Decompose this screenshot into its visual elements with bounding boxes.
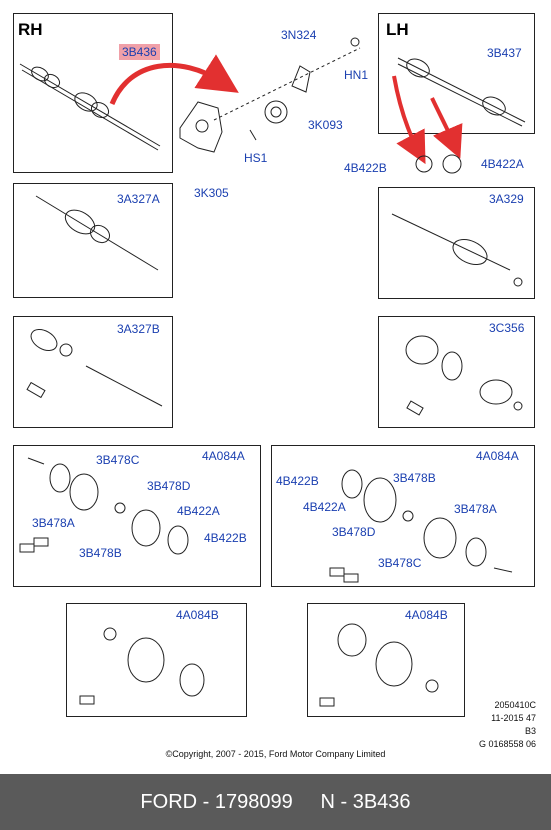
label-right-3b478a[interactable]: 3B478A	[454, 502, 497, 516]
footer-bar: FORD - 1798099 N - 3B436	[0, 774, 551, 830]
circlip-b	[415, 155, 433, 173]
meta-line-1: 2050410C	[494, 700, 536, 710]
label-right-3b478d[interactable]: 3B478D	[332, 525, 376, 539]
shaft-3a327a-drawing	[35, 195, 159, 271]
label-3b437[interactable]: 3B437	[487, 46, 522, 60]
label-left-3b478c[interactable]: 3B478C	[96, 453, 140, 467]
meta-line-2: 11-2015 47	[491, 713, 536, 723]
panel-3a327a	[13, 183, 173, 298]
center-bearing-bracket	[179, 37, 361, 153]
shaft-3a329-drawing	[391, 213, 523, 287]
panel-left-boot-kit	[13, 445, 261, 587]
label-4b422a-top[interactable]: 4B422A	[481, 157, 524, 171]
panel-4a084b-left	[66, 603, 247, 717]
label-hs1[interactable]: HS1	[244, 151, 268, 165]
label-3a327a[interactable]: 3A327A	[117, 192, 160, 206]
label-right-4b422b[interactable]: 4B422B	[276, 474, 319, 488]
label-4a084b-left[interactable]: 4A084B	[176, 608, 219, 622]
lh-driveshaft-drawing	[397, 57, 526, 127]
label-right-3b478b[interactable]: 3B478B	[393, 471, 436, 485]
label-4a084b-right[interactable]: 4A084B	[405, 608, 448, 622]
joint-3c356-drawing	[405, 335, 523, 416]
boot-kit-right-drawing	[329, 469, 513, 583]
panel-3a329	[378, 187, 535, 299]
boot-4a084b-left-drawing	[79, 627, 205, 705]
panel-3a327b	[13, 316, 173, 428]
panel-right-boot-kit	[271, 445, 535, 587]
red-arrow-lh-2	[430, 97, 463, 159]
red-arrow-lh-1	[392, 75, 426, 165]
meta-line-4: G 0168558 06	[478, 739, 536, 749]
label-left-4b422b[interactable]: 4B422B	[204, 531, 247, 545]
label-3k093[interactable]: 3K093	[308, 118, 343, 132]
label-right-4a084a[interactable]: 4A084A	[476, 449, 519, 463]
label-hn1[interactable]: HN1	[344, 68, 369, 82]
label-left-4a084a[interactable]: 4A084A	[202, 449, 245, 463]
panel-3c356	[378, 316, 535, 428]
rh-main-panel	[13, 13, 173, 173]
label-3b436-highlighted[interactable]: 3B436	[119, 44, 160, 60]
rh-header: RH	[18, 20, 43, 39]
meta-line-3: B3	[524, 726, 536, 736]
label-left-3b478d[interactable]: 3B478D	[147, 479, 191, 493]
label-3a329[interactable]: 3A329	[489, 192, 524, 206]
lh-header: LH	[386, 20, 409, 39]
label-3k305[interactable]: 3K305	[194, 186, 229, 200]
boot-kit-left-drawing	[19, 457, 189, 555]
label-3n324[interactable]: 3N324	[281, 28, 317, 42]
boot-4a084b-right-drawing	[319, 623, 439, 707]
red-arrow-rh	[109, 54, 239, 105]
label-right-3b478c[interactable]: 3B478C	[378, 556, 422, 570]
rh-driveshaft-drawing	[19, 63, 161, 151]
label-3c356[interactable]: 3C356	[489, 321, 525, 335]
label-right-4b422a[interactable]: 4B422A	[303, 500, 346, 514]
label-left-4b422a[interactable]: 4B422A	[177, 504, 220, 518]
label-left-3b478b[interactable]: 3B478B	[79, 546, 122, 560]
circlip-a	[442, 154, 462, 174]
shaft-3a327b-drawing	[26, 329, 163, 407]
label-4b422b-top[interactable]: 4B422B	[344, 161, 387, 175]
label-left-3b478a[interactable]: 3B478A	[32, 516, 75, 530]
label-3a327b[interactable]: 3A327B	[117, 322, 160, 336]
copyright-text: ©Copyright, 2007 - 2015, Ford Motor Comp…	[165, 749, 386, 759]
meta-block: 2050410C 11-2015 47 B3 G 0168558 06	[440, 699, 536, 751]
